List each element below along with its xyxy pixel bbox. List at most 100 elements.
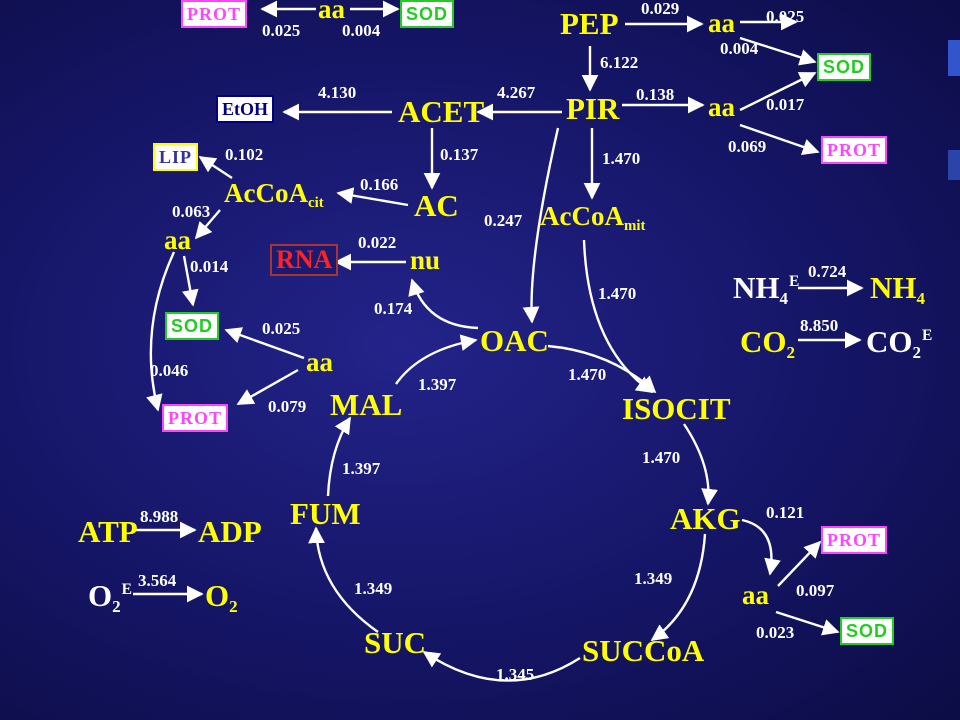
flux-pep-aa: 0.029 <box>641 0 680 18</box>
flux-accoa-mit-isocit: 1.470 <box>598 284 637 303</box>
arrow-pir-oac <box>522 127 560 324</box>
arrow-accoa-lip <box>198 155 233 180</box>
flux-aa-pep-sod: 0.004 <box>720 39 759 58</box>
arrow-aa-pep-sod <box>739 36 817 66</box>
flux-pir-acet: 4.267 <box>497 83 536 102</box>
arrow-aa-prot-left <box>146 251 176 412</box>
flux-aa-sod-top: 0.004 <box>342 21 381 40</box>
flux-aa-akg-sod: 0.023 <box>756 623 795 642</box>
flux-aa-sod-left: 0.014 <box>190 257 229 276</box>
metabolite-aa-mid: aa <box>306 347 333 377</box>
metabolite-co2-external: CO2E <box>866 326 932 361</box>
metabolite-o2: O2 <box>205 580 238 615</box>
flux-isocit-akg: 1.470 <box>642 448 681 467</box>
metabolite-adp: ADP <box>198 514 262 549</box>
decorative-stripe-1 <box>948 40 960 76</box>
metabolite-akg: AKG <box>670 501 741 536</box>
flux-akg-succoa: 1.349 <box>634 569 673 588</box>
metabolite-aa-top: aa <box>318 0 345 24</box>
flux-co2-co2e: 8.850 <box>800 316 839 335</box>
flux-o2e-o2: 3.564 <box>138 571 177 590</box>
flux-pir-oac: 0.247 <box>484 211 523 230</box>
sod-box-left: SOD <box>165 312 220 340</box>
sod-box-top: SOD <box>400 0 455 28</box>
o2e-base: O <box>88 578 113 613</box>
metabolite-aa-pep: aa <box>708 8 735 38</box>
arrow-accoa-mit-isocit <box>582 239 654 393</box>
accoa-mit-base: AcCoA <box>540 201 624 231</box>
flux-ac-accoa: 0.166 <box>360 175 399 194</box>
metabolite-accoa-cit: AcCoAcit <box>224 180 324 211</box>
arrow-aa-akg-sod <box>775 610 840 636</box>
co2e-sup: E <box>922 327 933 345</box>
flux-pir-accoa-mit: 1.470 <box>602 149 641 168</box>
prot-box-top: PROT <box>181 0 248 28</box>
decorative-stripe-2 <box>948 150 960 180</box>
arrow-aa-mid-prot <box>236 368 299 406</box>
flux-mal-oac: 1.397 <box>418 375 457 394</box>
accoa-cit-sub: cit <box>307 195 324 212</box>
nh4e-sub: 4 <box>779 288 789 308</box>
prot-box-left: PROT <box>162 404 229 432</box>
flux-pep-pir: 6.122 <box>600 53 639 72</box>
metabolite-co2: CO2 <box>740 326 795 361</box>
arrow-mal-oac <box>395 334 478 385</box>
arrow-isocit-akg <box>683 423 718 506</box>
prot-box-akg: PROT <box>821 526 888 554</box>
flux-suc-fum: 1.349 <box>354 579 393 598</box>
arrow-aa-sod-left <box>182 255 199 307</box>
metabolite-nh4: NH4 <box>870 272 925 307</box>
o2e-sub: 2 <box>112 596 121 616</box>
o2-sub: 2 <box>229 596 238 616</box>
accoa-cit-base: AcCoA <box>224 178 308 208</box>
nh4e-base: NH <box>733 270 780 305</box>
co2e-base: CO <box>866 324 913 359</box>
arrow-fum-mal <box>326 416 352 497</box>
flux-acet-etoh: 4.130 <box>318 83 357 102</box>
metabolite-succoa: SUCCoA <box>582 633 705 668</box>
o2-base: O <box>205 578 230 613</box>
flux-aa-mid-sod: 0.025 <box>262 319 301 338</box>
flux-aa-pir-prot: 0.069 <box>728 137 767 156</box>
arrow-akg-aa <box>741 518 781 576</box>
metabolite-suc: SUC <box>364 625 427 660</box>
metabolite-pir: PIR <box>566 91 620 126</box>
arrow-aa-mid-sod <box>224 327 305 360</box>
metabolite-atp: ATP <box>78 514 138 549</box>
sod-box-akg: SOD <box>840 617 895 645</box>
co2-sub: 2 <box>786 342 796 362</box>
nh4e-sup: E <box>789 273 800 291</box>
flux-oac-nu: 0.174 <box>374 299 413 318</box>
arrow-akg-succoa <box>650 533 707 641</box>
metabolite-aa-pir: aa <box>708 92 735 122</box>
metabolite-ac: AC <box>414 188 459 223</box>
nh4-base: NH <box>870 270 917 305</box>
sod-box-right: SOD <box>817 53 872 81</box>
flux-nh4e-nh4: 0.724 <box>808 262 847 281</box>
flux-fum-mal: 1.397 <box>342 459 381 478</box>
flux-nu-rna: 0.022 <box>358 233 397 252</box>
flux-aa-pep-right: 0.025 <box>766 7 805 26</box>
flux-atp-adp: 8.988 <box>140 507 179 526</box>
arrow-ac-accoa-cit <box>336 187 409 207</box>
o2e-sup: E <box>121 581 132 599</box>
arrow-suc-fum <box>308 526 379 633</box>
metabolite-isocit: ISOCIT <box>622 391 731 426</box>
arrow-oac-nu <box>408 278 479 330</box>
metabolite-oac: OAC <box>480 323 549 358</box>
flux-pir-aa: 0.138 <box>636 85 675 104</box>
flux-accoa-aa: 0.063 <box>172 202 211 221</box>
metabolite-aa-left: aa <box>164 225 191 255</box>
arrow-succoa-suc <box>422 651 581 682</box>
metabolite-aa-akg: aa <box>742 580 769 610</box>
flux-accoa-lip: 0.102 <box>225 145 264 164</box>
nh4-sub: 4 <box>916 288 926 308</box>
accoa-mit-sub: mit <box>623 218 646 235</box>
metabolite-nu: nu <box>410 245 441 275</box>
metabolite-acet: ACET <box>398 94 485 129</box>
arrow-aa-pir-prot <box>739 123 820 155</box>
co2e-sub: 2 <box>912 342 922 362</box>
flux-aa-akg-prot: 0.097 <box>796 581 835 600</box>
